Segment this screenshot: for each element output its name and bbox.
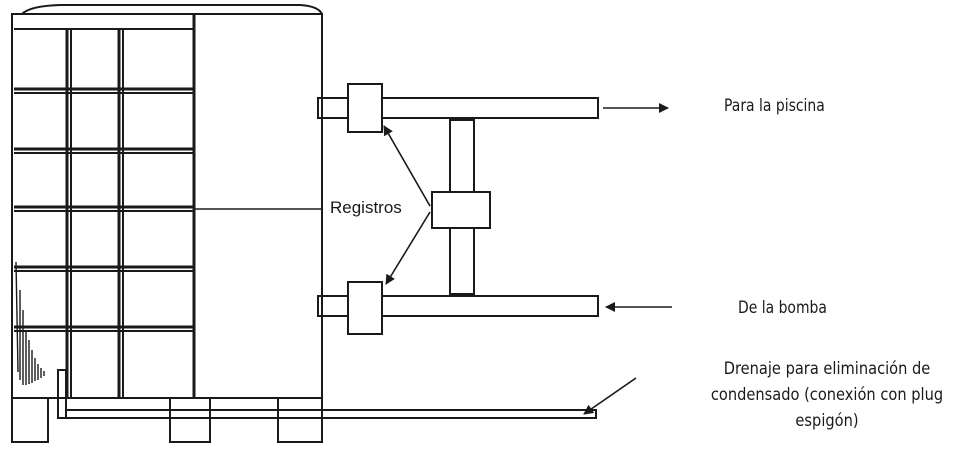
base-foot: [169, 397, 211, 443]
unit-top-cap: [21, 4, 323, 15]
leaders: [194, 103, 672, 415]
valves-label: Registros: [328, 198, 404, 218]
drain-pipe: [65, 409, 597, 419]
drain-post: [57, 369, 67, 419]
base-foot: [277, 397, 323, 443]
lower-pipe: [317, 295, 599, 317]
bypass-valve: [431, 191, 491, 229]
lower-valve: [347, 281, 383, 335]
arrow-drain: [583, 377, 637, 415]
heat-pump-unit: [11, 4, 323, 443]
base-foot: [11, 397, 49, 443]
arrow-upper-valve: [383, 125, 431, 207]
from-pump-label: De la bomba: [738, 298, 827, 318]
upper-valve: [347, 83, 383, 133]
upper-pipe: [317, 97, 599, 119]
arrow-lower-valve: [385, 211, 431, 285]
to-pool-label: Para la piscina: [724, 96, 825, 116]
drain-label: Drenaje para eliminación de condensado (…: [710, 359, 944, 431]
piping: [65, 83, 599, 419]
fan-squiggle: [15, 261, 45, 385]
